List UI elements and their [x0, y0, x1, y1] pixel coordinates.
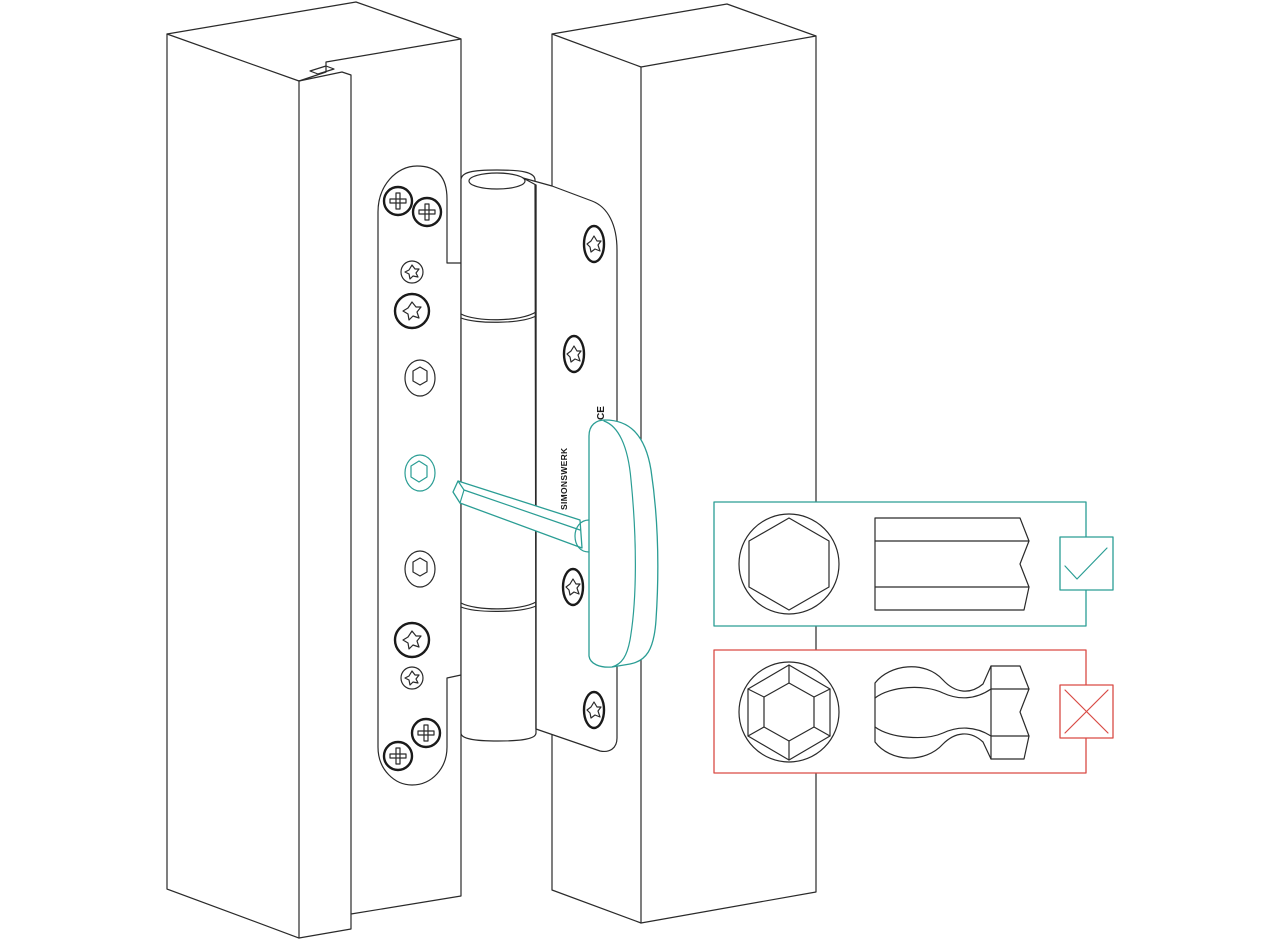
- adjustment-screw-active: [404, 454, 436, 492]
- worn-hexagon-icon: [738, 661, 840, 763]
- hexagon-icon: [738, 513, 840, 615]
- leaf-torx-screw-3: [561, 567, 585, 607]
- frame-torx-screw-4: [400, 666, 424, 690]
- leaf-torx-screw-2: [562, 334, 586, 374]
- check-mark-icon: [1059, 536, 1114, 591]
- correct-bit-panel: [713, 501, 1114, 627]
- adjustment-screw-lower: [404, 550, 436, 588]
- hinge-barrel: [460, 169, 543, 742]
- frame-screw-top-2: [411, 196, 443, 228]
- frame-torx-screw-1: [400, 260, 424, 284]
- frame-screw-bottom-2: [382, 740, 414, 772]
- frame-torx-screw-3: [393, 621, 431, 659]
- cross-mark-icon: [1059, 684, 1114, 739]
- t-handle-hex-key: [452, 419, 659, 668]
- good-bit-side-view: [874, 517, 1030, 611]
- wrong-bit-panel: [713, 649, 1114, 774]
- leaf-torx-screw-4: [582, 690, 606, 730]
- frame-torx-screw-2: [393, 292, 431, 330]
- frame-screw-bottom-1: [410, 717, 442, 749]
- frame-screw-top-1: [382, 185, 414, 217]
- worn-bit-side-view: [874, 665, 1030, 760]
- brand-label: SIMONSWERK: [559, 447, 569, 510]
- hex-key-handle: [574, 419, 659, 668]
- leaf-torx-screw-1: [582, 224, 606, 264]
- ce-mark: CE: [596, 406, 607, 420]
- hinge-frame-plate: [377, 165, 462, 786]
- adjustment-screw-upper: [404, 359, 436, 397]
- hex-key-shaft: [452, 480, 583, 549]
